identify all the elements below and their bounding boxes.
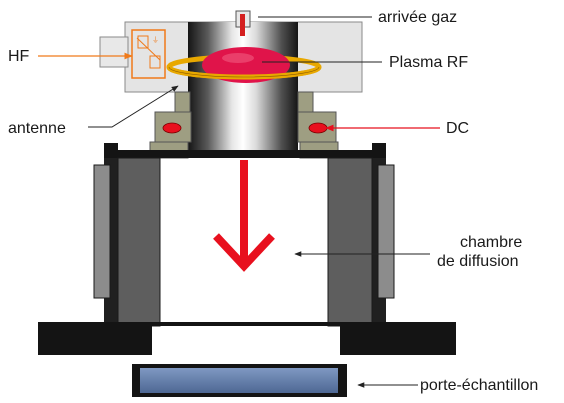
gas-inlet-pipe — [235, 10, 251, 36]
dc-magnet-left — [162, 122, 182, 134]
label-sample-holder: porte-échantillon — [420, 377, 538, 394]
discharge-tube — [188, 22, 298, 150]
label-dc: DC — [446, 120, 469, 137]
diffusion-arrow — [213, 160, 275, 272]
antenna-leader — [88, 85, 179, 128]
sample-holder — [132, 364, 347, 397]
label-gas-inlet: arrivée gaz — [378, 9, 457, 26]
diffusion-chamber — [38, 143, 456, 355]
label-antenna: antenne — [8, 120, 66, 137]
dc-magnet-right — [308, 122, 328, 134]
label-plasma: Plasma RF — [389, 54, 468, 71]
label-hf: HF — [8, 48, 30, 65]
label-chamber-line1: chambre — [460, 234, 522, 251]
svg-text:⏚: ⏚ — [152, 36, 159, 44]
plasma-highlight — [222, 53, 254, 63]
label-chamber-line2: de diffusion — [437, 253, 519, 270]
